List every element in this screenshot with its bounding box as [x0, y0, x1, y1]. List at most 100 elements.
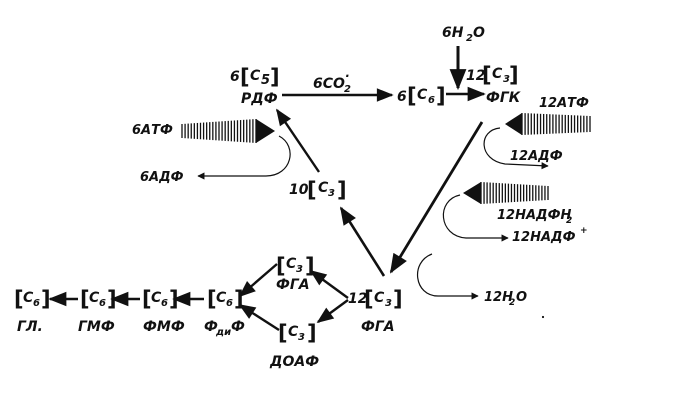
svg-text:C: C [374, 290, 385, 306]
svg-text:6: 6 [226, 298, 233, 309]
svg-text:3: 3 [385, 298, 392, 309]
svg-text:[: [ [142, 287, 152, 311]
svg-text:[: [ [407, 84, 417, 108]
svg-text:O: O [473, 25, 485, 41]
gmf-name: ГМФ [78, 319, 115, 335]
svg-text:6: 6 [99, 298, 106, 309]
atp-12-input: 12АТФ [505, 96, 591, 135]
svg-text:[: [ [240, 65, 250, 89]
fga-main-name: ФГА [361, 319, 395, 335]
fga-to-fga-small-arrow [309, 270, 349, 299]
svg-text:6CO: 6CO [313, 76, 345, 92]
svg-text:C: C [492, 66, 503, 82]
svg-text:]: ] [270, 65, 280, 89]
svg-text:[: [ [80, 287, 90, 311]
svg-text:2: 2 [466, 33, 473, 44]
co2-arrow: 6CO 2 · [282, 69, 394, 102]
gl-name: ГЛ. [17, 319, 43, 335]
c3-to-rudp-arrow [276, 108, 320, 173]
svg-text:[: [ [307, 178, 317, 202]
svg-text:O: O [516, 290, 527, 305]
c3-10-node: 10 [ C 3 ] [289, 178, 347, 202]
svg-text:C: C [23, 290, 34, 306]
doaf-to-fdif-arrow [238, 303, 280, 332]
gl-node: [ C 6 ] ГЛ. [14, 287, 51, 335]
svg-text:C: C [216, 290, 227, 306]
fga-small-node: [ C 3 ] ФГА [276, 254, 315, 293]
svg-text:6: 6 [230, 69, 240, 85]
svg-text:6: 6 [397, 89, 407, 105]
svg-text:]: ] [509, 63, 519, 87]
svg-text:]: ] [169, 287, 179, 311]
svg-text:6: 6 [428, 95, 435, 106]
svg-text:C: C [89, 290, 100, 306]
svg-text:[: [ [14, 287, 24, 311]
fmf-name: ФМФ [143, 319, 185, 335]
c6-node: 6 [ C 6 ] [397, 84, 446, 108]
fga-small-name: ФГА [276, 277, 310, 293]
svg-text:ди: ди [215, 327, 231, 338]
atp-6-input: 6АТФ [132, 119, 275, 143]
svg-text:12: 12 [348, 291, 367, 307]
adp-12-label: 12АДФ [510, 149, 563, 164]
gmf-node: [ C 6 ] ГМФ [78, 287, 117, 335]
fmf-node: [ C 6 ] ФМФ [142, 287, 185, 335]
svg-text:12H: 12H [484, 290, 513, 305]
svg-text:2: 2 [566, 216, 572, 226]
svg-text:6H: 6H [442, 25, 464, 41]
svg-text:[: [ [276, 254, 286, 278]
svg-text:2: 2 [344, 84, 351, 95]
fgk-to-fga-arrow [389, 121, 484, 274]
svg-text:]: ] [307, 321, 317, 345]
svg-text:5: 5 [261, 73, 270, 88]
svg-text:Ф: Ф [231, 319, 245, 335]
svg-text:12: 12 [466, 68, 485, 84]
water-out: 12H 2 O [484, 290, 527, 308]
rudp-name: РДФ [241, 91, 278, 107]
doaf-name: ДОАФ [269, 354, 319, 370]
svg-text:10: 10 [289, 182, 309, 198]
adp-6-curve [197, 135, 291, 180]
svg-text:3: 3 [503, 74, 510, 85]
svg-text:[: [ [482, 63, 492, 87]
svg-text:Ф: Ф [204, 319, 218, 335]
svg-text:[: [ [364, 287, 374, 311]
svg-text:C: C [318, 180, 329, 196]
adp-6-label: 6АДФ [140, 170, 184, 185]
svg-text:·: · [345, 69, 350, 83]
svg-text:[: [ [278, 321, 288, 345]
svg-text:C: C [417, 87, 428, 103]
doaf-node: [ C 3 ] ДОАФ [269, 321, 319, 370]
svg-text:]: ] [234, 287, 244, 311]
svg-text:3: 3 [328, 188, 335, 199]
fgk-name: ФГК [486, 90, 521, 106]
rudp-node: 6 [ C 5 ] РДФ [230, 65, 280, 107]
fdif-node: [ C 6 ] Ф ди Ф [204, 287, 245, 338]
water-in: 6H 2 O [442, 25, 485, 91]
nadp-12-label: 12НАДФ [512, 230, 576, 245]
svg-text:C: C [250, 68, 261, 84]
svg-text:C: C [151, 290, 162, 306]
svg-text:12АТФ: 12АТФ [539, 96, 589, 111]
svg-text:]: ] [393, 287, 403, 311]
nadph-12-input [463, 182, 549, 204]
svg-text:6: 6 [33, 298, 40, 309]
svg-text:6: 6 [161, 298, 168, 309]
fga-to-c3-arrow [339, 206, 386, 277]
svg-text:+: + [580, 226, 588, 236]
svg-text:]: ] [436, 84, 446, 108]
svg-text:]: ] [305, 254, 315, 278]
adp-12-curve [483, 127, 549, 170]
svg-text:3: 3 [296, 264, 303, 275]
svg-text:]: ] [107, 287, 117, 311]
svg-text:3: 3 [298, 332, 305, 343]
svg-text:6АТФ: 6АТФ [132, 123, 173, 138]
nadp-12-curve [442, 194, 509, 242]
fga-main-node: 12 [ C 3 ] ФГА [348, 287, 403, 335]
svg-text:2: 2 [509, 298, 515, 308]
svg-text:]: ] [337, 178, 347, 202]
water-out-curve [417, 253, 479, 300]
svg-text:]: ] [41, 287, 51, 311]
